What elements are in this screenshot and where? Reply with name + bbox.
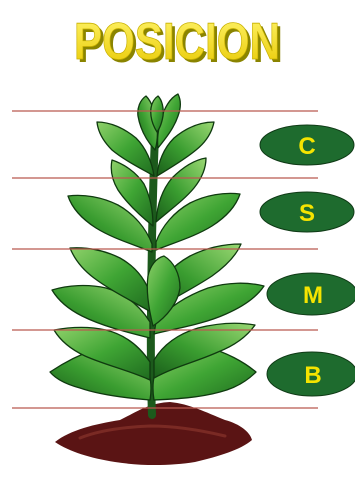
plant [50, 94, 264, 415]
badge-label-s: S [299, 200, 315, 227]
title-group: POSICION POSICION [74, 13, 283, 74]
position-badge-s: S [260, 192, 354, 232]
position-badge-m: M [267, 273, 355, 315]
position-badge-c: C [260, 125, 354, 165]
position-badge-b: B [267, 352, 355, 396]
badge-label-c: C [298, 133, 315, 160]
badge-label-b: B [304, 362, 321, 389]
page-title: POSICION [74, 13, 280, 71]
badge-label-m: M [303, 282, 323, 309]
